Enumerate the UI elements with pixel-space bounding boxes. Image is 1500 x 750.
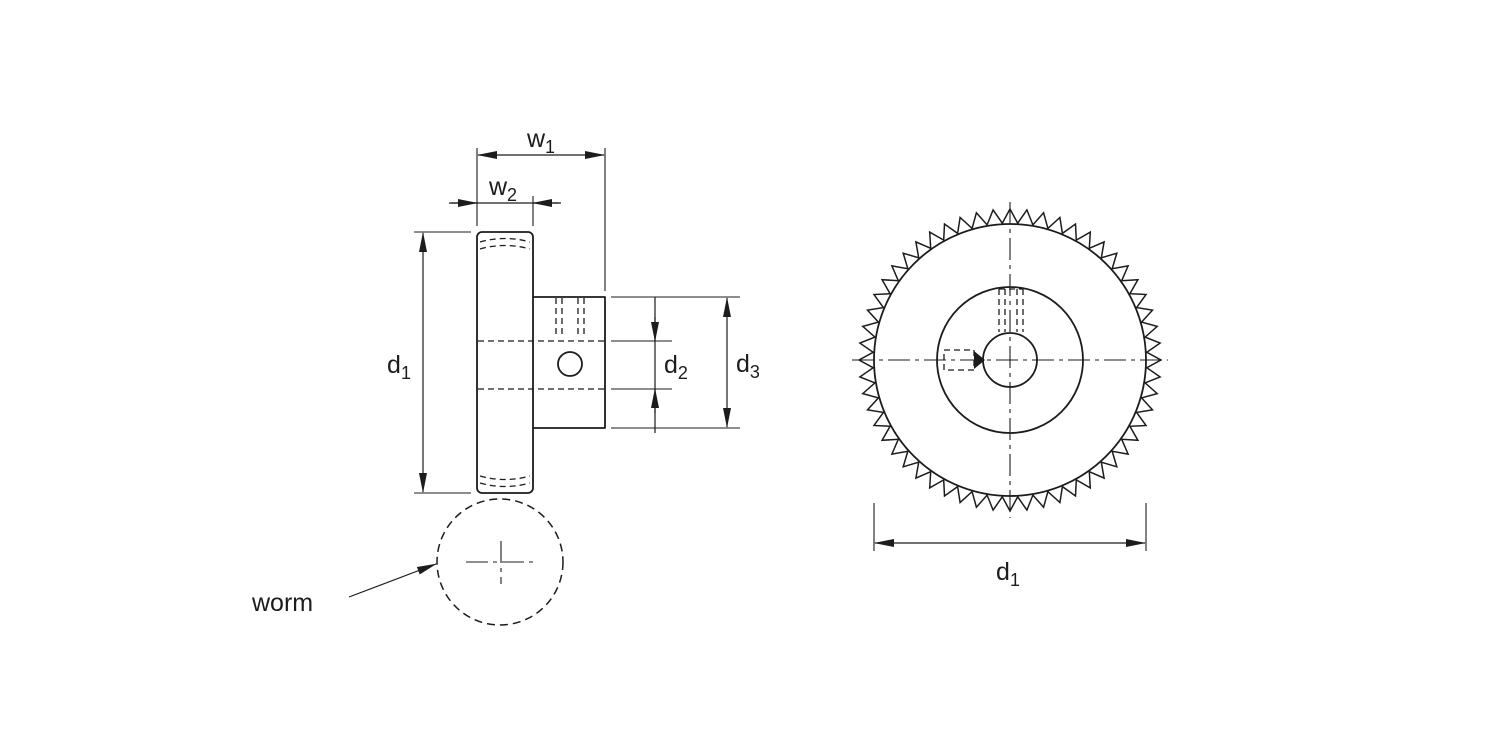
label-w2: w2 [488,173,517,205]
setscrew-side-projection [943,349,985,371]
worm-leader-line [348,563,437,598]
side-view [436,231,606,626]
line-work [348,148,1168,626]
label-d1-side: d1 [387,351,411,383]
label-w1: w1 [526,125,555,157]
label-d3: d3 [736,350,760,382]
hub-circle [936,286,1084,434]
label-d1-front: d1 [996,558,1020,590]
throat-arc-bottom-1 [479,482,531,488]
labels: w1 w2 d1 d2 d3 d1 worm [251,125,1020,617]
throat-arc-top-1 [479,237,531,243]
setscrew-hole-side-view [555,298,585,338]
throat-arc-bottom-2 [479,475,531,481]
worm-center-mark [466,541,536,584]
label-d2: d2 [664,351,688,383]
gear-body [476,231,534,494]
throat-arc-top-2 [479,244,531,250]
setscrew-cone-point [974,351,985,369]
gear-teeth-ring [857,207,1163,513]
front-view [852,202,1168,518]
hub-cross-hole [557,351,583,377]
hub-body [533,296,606,429]
label-worm: worm [251,589,313,617]
setscrew-hole-front-view [998,288,1024,332]
root-circle [873,223,1147,497]
worm-pitch-circle [436,498,564,626]
dimensions [348,148,1147,598]
extension-lines [414,148,1147,551]
